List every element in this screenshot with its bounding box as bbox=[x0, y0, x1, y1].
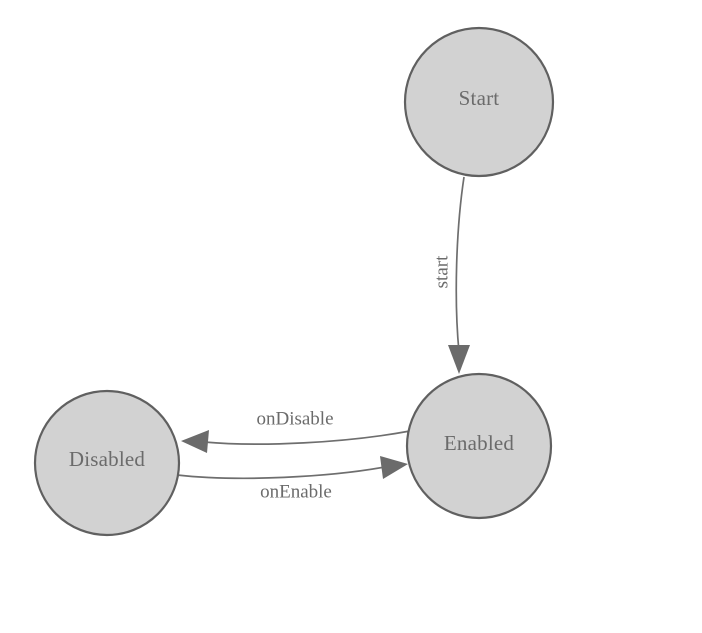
node-enabled-label: Enabled bbox=[444, 431, 515, 455]
edge-start-to-enabled[interactable]: start bbox=[431, 176, 470, 374]
arrowhead-right-icon bbox=[380, 456, 408, 479]
node-enabled[interactable]: Enabled bbox=[405, 372, 553, 520]
node-enabled-circle bbox=[405, 372, 553, 520]
edge-path-disabled-to-enabled bbox=[176, 466, 386, 480]
arrowhead-down-icon bbox=[448, 345, 470, 374]
edge-path-enabled-to-disabled bbox=[203, 430, 411, 445]
node-disabled-circle bbox=[33, 389, 181, 537]
edge-disabled-to-enabled[interactable]: onEnable bbox=[176, 456, 408, 502]
node-start-circle bbox=[403, 26, 555, 178]
edge-enabled-to-disabled[interactable]: onDisable bbox=[181, 408, 411, 453]
node-start[interactable]: Start bbox=[403, 26, 555, 178]
edge-path-start-to-enabled bbox=[455, 176, 465, 353]
node-start-label: Start bbox=[459, 86, 500, 110]
node-disabled[interactable]: Disabled bbox=[33, 389, 181, 537]
edge-label-on-enable: onEnable bbox=[260, 481, 332, 502]
edge-label-on-disable: onDisable bbox=[256, 408, 333, 429]
node-disabled-label: Disabled bbox=[69, 447, 146, 471]
edge-label-start: start bbox=[431, 255, 452, 288]
arrowhead-left-icon bbox=[181, 430, 209, 453]
